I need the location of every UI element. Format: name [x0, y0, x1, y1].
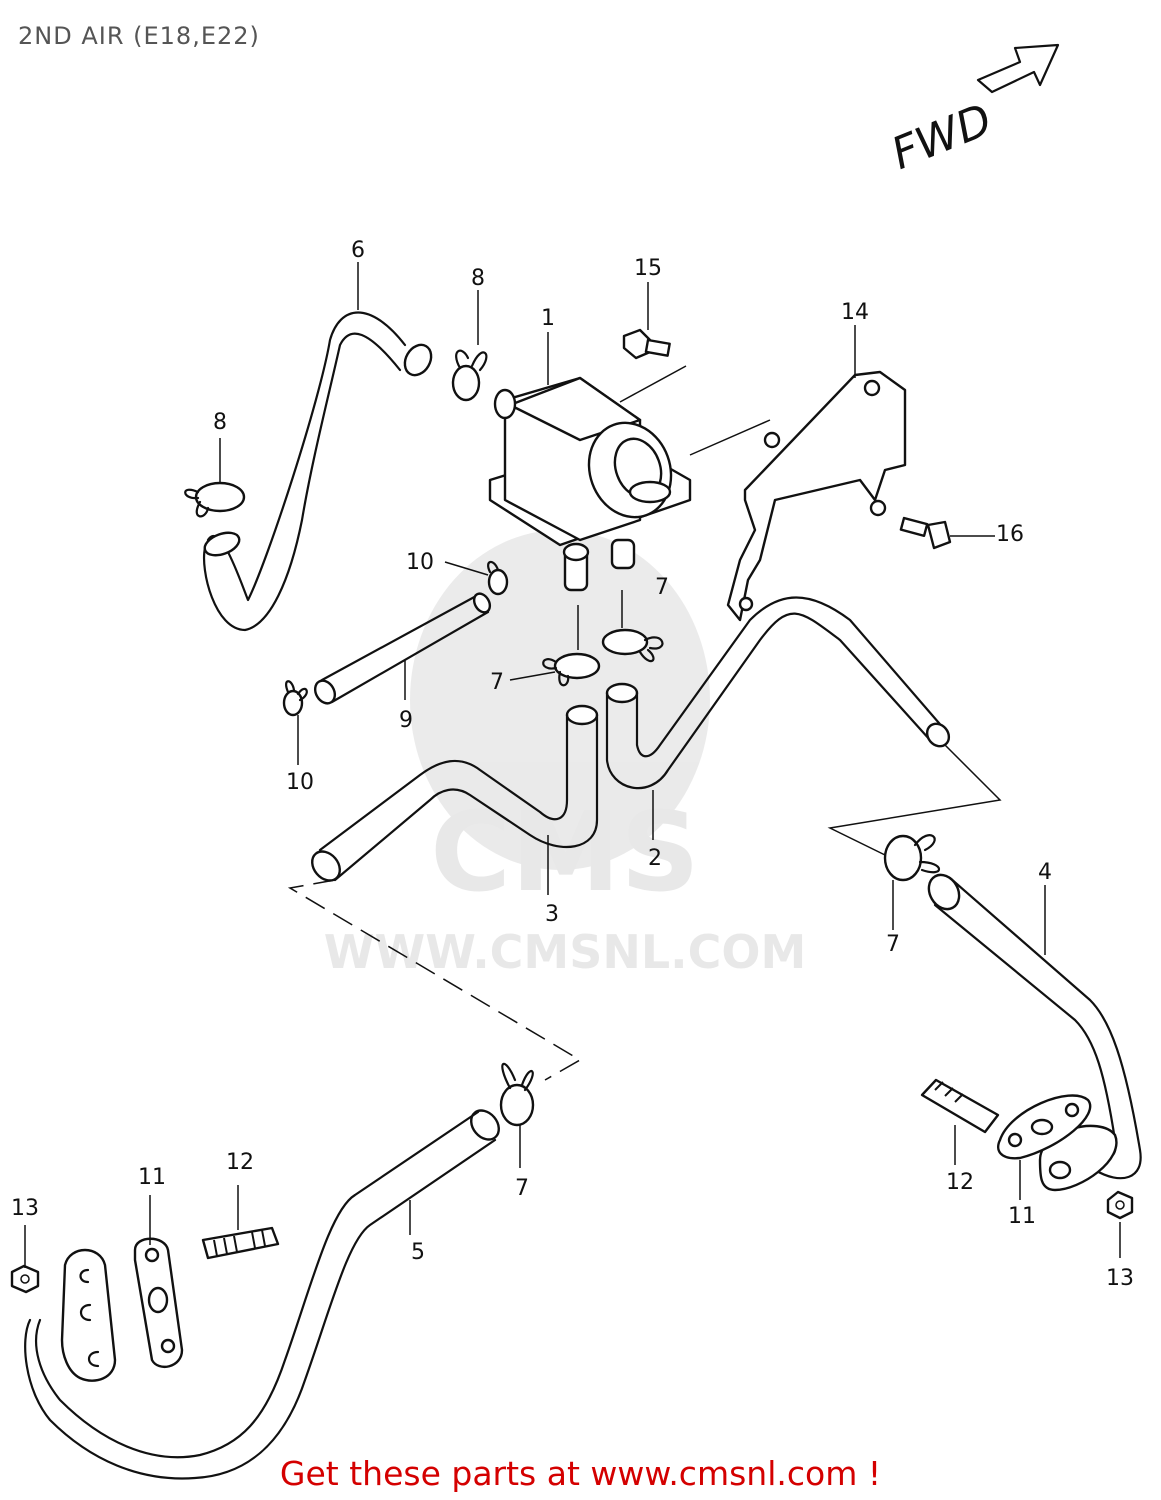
- callout-3[interactable]: 3: [545, 902, 559, 927]
- callout-8b[interactable]: 8: [213, 410, 227, 435]
- parts-cta-link[interactable]: Get these parts at www.cmsnl.com !: [279, 1454, 882, 1493]
- part-7-clamp-a: [601, 628, 664, 663]
- callout-7c[interactable]: 7: [886, 932, 900, 957]
- diagram-title: 2ND AIR (E18,E22): [18, 22, 260, 50]
- part-7-clamp-b: [542, 652, 601, 687]
- callout-14[interactable]: 14: [841, 300, 869, 325]
- part-15-bolt: [619, 328, 687, 403]
- part-7-clamp-d: [499, 1062, 535, 1127]
- part-7-clamp-c: [883, 834, 940, 882]
- callout-16[interactable]: 16: [996, 522, 1024, 547]
- callout-5[interactable]: 5: [411, 1240, 425, 1265]
- part-16-bolt: [899, 516, 952, 550]
- watermark-url: WWW.CMSNL.COM: [324, 925, 807, 979]
- callout-13b[interactable]: 13: [1106, 1266, 1134, 1291]
- part-11-gasket-right: [997, 1094, 1092, 1160]
- part-6-hose: [203, 311, 433, 632]
- callout-12b[interactable]: 12: [946, 1170, 974, 1195]
- fwd-arrow-icon: FWD: [885, 43, 1060, 180]
- callout-12a[interactable]: 12: [226, 1150, 254, 1175]
- part-2-hose: [605, 596, 951, 790]
- part-12-stud-left: [201, 1226, 280, 1260]
- callout-13a[interactable]: 13: [11, 1196, 39, 1221]
- callout-leaders: [24, 262, 1121, 1268]
- part-13-nut-left: [10, 1264, 40, 1294]
- part-3-hose: [311, 704, 599, 882]
- part-8-clamp-upper: [451, 349, 488, 402]
- callout-15[interactable]: 15: [634, 256, 662, 281]
- connection-lines: [287, 744, 1002, 1081]
- callout-11a[interactable]: 11: [138, 1165, 166, 1190]
- callout-1[interactable]: 1: [541, 306, 555, 331]
- callout-7b[interactable]: 7: [490, 670, 504, 695]
- callout-4[interactable]: 4: [1038, 860, 1052, 885]
- part-5-pipe: [24, 1109, 500, 1480]
- callout-7d[interactable]: 7: [515, 1176, 529, 1201]
- part-9-hose: [313, 592, 492, 705]
- part-8-clamp-lower: [184, 481, 246, 518]
- callout-9[interactable]: 9: [399, 708, 413, 733]
- part-10-clamp-upper: [487, 560, 509, 596]
- part-10-clamp-lower: [282, 680, 308, 717]
- part-14-bracket: [689, 370, 907, 622]
- part-1-air-valve: [488, 376, 692, 592]
- callout-10a[interactable]: 10: [406, 550, 434, 575]
- part-13-nut-right: [1106, 1190, 1134, 1220]
- callout-2[interactable]: 2: [648, 846, 662, 871]
- callout-6[interactable]: 6: [351, 238, 365, 263]
- part-12-stud-right: [920, 1078, 1000, 1134]
- fwd-label: FWD: [885, 94, 999, 180]
- callout-10b[interactable]: 10: [286, 770, 314, 795]
- callout-8a[interactable]: 8: [471, 266, 485, 291]
- callout-7a[interactable]: 7: [655, 575, 669, 600]
- part-11-gasket-left: [133, 1237, 184, 1369]
- callout-11b[interactable]: 11: [1008, 1204, 1036, 1229]
